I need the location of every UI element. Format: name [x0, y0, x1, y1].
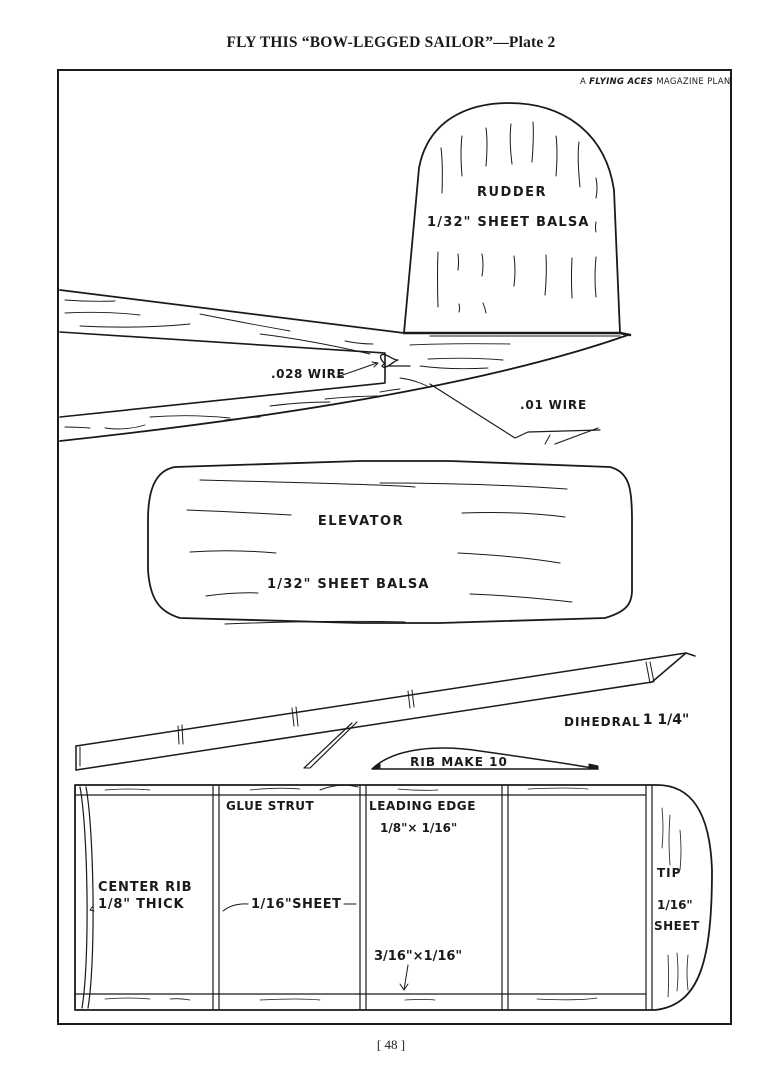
tip-thickness: 1/16" [657, 898, 693, 912]
leading-edge-size: 1/8"× 1/16" [380, 821, 457, 835]
credit-suffix: MAGAZINE PLAN [656, 77, 731, 87]
glue-strut-label: GLUE STRUT [226, 799, 315, 813]
trailing-edge-size: 3/16"×1/16" [374, 949, 462, 964]
fuselage-tail [59, 289, 632, 445]
credit-prefix: A [580, 77, 587, 87]
elevator-grain [186, 479, 573, 625]
rudder-part [402, 102, 622, 337]
elevator-part [147, 460, 633, 625]
wire-hook-label: .028 WIRE [271, 367, 345, 381]
page-title: FLY THIS “BOW-LEGGED SAILOR”—Plate 2 [226, 34, 556, 51]
plate-frame [57, 69, 732, 1025]
rudder-name: RUDDER [477, 185, 547, 200]
rib-sheet-label: 1/16"SHEET [251, 897, 342, 912]
page-number: [ 48 ] [376, 1037, 406, 1052]
tip-label: TIP [657, 866, 681, 880]
dihedral-value: 1 1/4" [643, 712, 690, 728]
dihedral-label: DIHEDRAL [564, 715, 641, 729]
tip-material: SHEET [654, 919, 700, 933]
fuselage-grain [64, 299, 511, 430]
elevator-material: 1/32" SHEET BALSA [267, 577, 430, 592]
rib-part [371, 747, 599, 770]
dihedral-view [75, 652, 696, 771]
rib-label: RIB MAKE 10 [410, 755, 508, 769]
elevator-name: ELEVATOR [318, 514, 404, 529]
leading-edge-label: LEADING EDGE [369, 799, 476, 813]
wire-skid-label: .01 WIRE [520, 398, 587, 412]
center-rib-thickness: 1/8" THICK [98, 897, 184, 912]
rudder-material: 1/32" SHEET BALSA [427, 215, 590, 230]
credit-magazine: FLYING ACES [589, 77, 654, 87]
plan-credit: A FLYING ACES MAGAZINE PLAN [580, 77, 731, 87]
rudder-grain [437, 121, 598, 314]
wing-plan [74, 784, 713, 1011]
wing-grain [104, 787, 689, 1001]
center-rib-label: CENTER RIB [98, 880, 192, 895]
